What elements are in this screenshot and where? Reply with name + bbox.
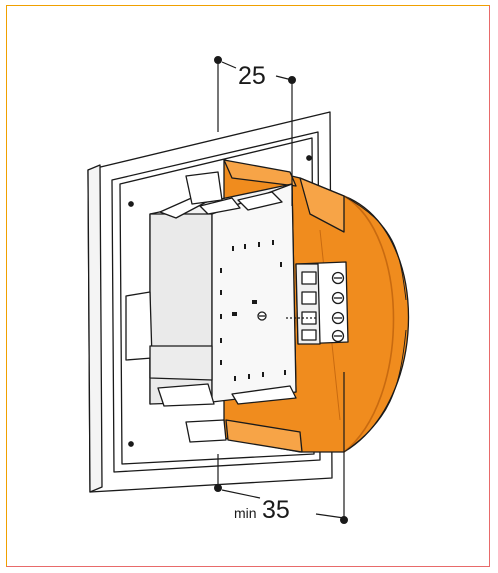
dimension-dot-icon [288, 75, 297, 84]
screw-hole-icon [128, 201, 134, 207]
dimension-label-min: min [234, 505, 257, 521]
screw-hole-icon [128, 441, 134, 447]
dimension-dot-icon [340, 515, 349, 524]
dimension-label-bottom: 35 [262, 496, 290, 524]
dimension-dot-icon [214, 484, 223, 493]
device-insert [125, 171, 297, 443]
terminal-block [295, 261, 349, 345]
dimension-dot-icon [214, 55, 223, 64]
screw-hole-icon [306, 155, 312, 161]
diagram-frame [6, 5, 490, 567]
dimension-lines [214, 55, 349, 524]
dimension-label-top: 25 [238, 62, 266, 90]
